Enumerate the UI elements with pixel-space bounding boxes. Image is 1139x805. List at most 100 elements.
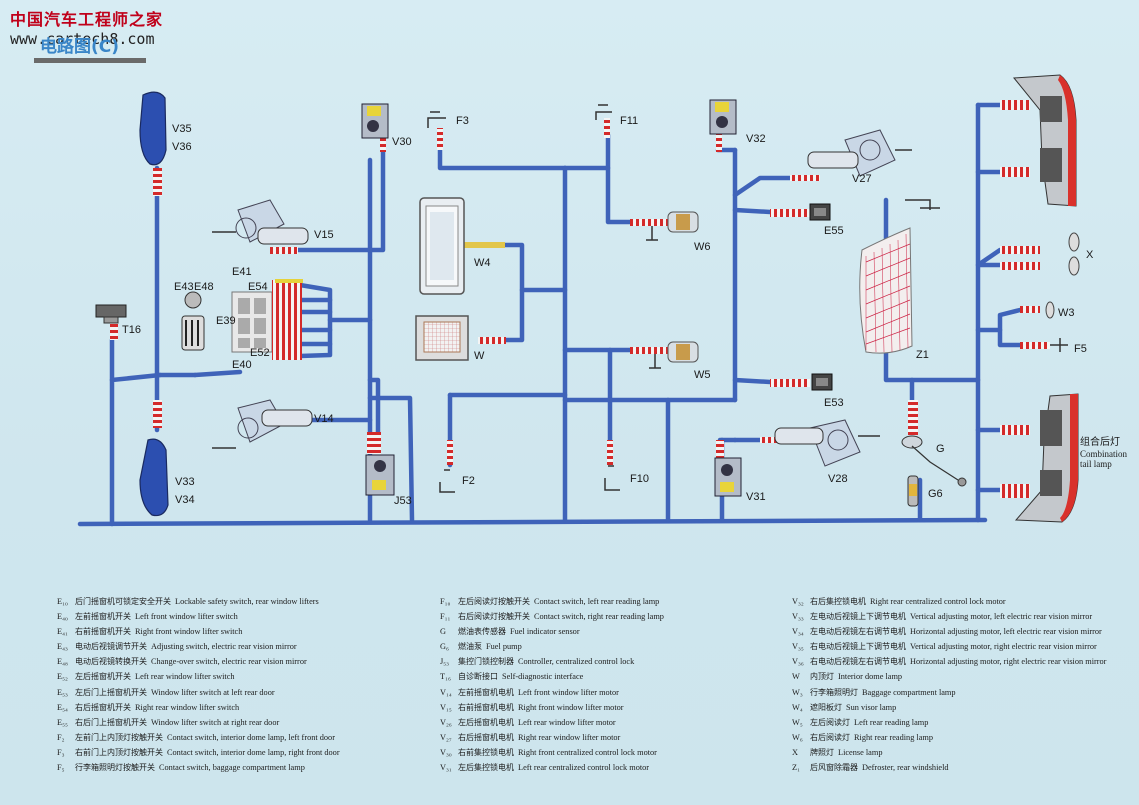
contact-switch-icons bbox=[427, 104, 940, 493]
legend-cn: 右前集控锁电机 bbox=[458, 747, 514, 757]
legend-cn: 右后门上摇窗机开关 bbox=[75, 717, 147, 727]
label-e52: E52 bbox=[250, 347, 270, 359]
label-e40: E40 bbox=[232, 359, 252, 371]
connector-stubs bbox=[110, 100, 1050, 498]
label-x: X bbox=[1086, 249, 1094, 261]
legend-cn: 自诊断接口 bbox=[458, 672, 498, 682]
baggage-lamp-icon bbox=[1045, 301, 1055, 319]
legend-cn: 右电动后视镜左右调节电机 bbox=[810, 657, 906, 667]
left-mirror-icon bbox=[139, 438, 169, 517]
legend-en: Interior dome lamp bbox=[838, 672, 903, 682]
legend-en: Lockable safety switch, rear window lift… bbox=[175, 597, 319, 606]
legend-code: E₄₈ bbox=[57, 657, 68, 667]
label-t16: T16 bbox=[122, 324, 141, 336]
legend-en: Contact switch, interior dome lamp, righ… bbox=[167, 747, 340, 757]
legend-cn: 左电动后视镜上下调节电机 bbox=[810, 612, 906, 622]
legend-en: Sun visor lamp bbox=[846, 702, 897, 712]
label-e48: E48 bbox=[194, 281, 214, 293]
label-w: W bbox=[474, 350, 485, 362]
dome-lamp-icon bbox=[415, 315, 469, 361]
reading-lamp-w6-icon bbox=[667, 211, 699, 233]
legend-en: Contact switch, interior dome lamp, left… bbox=[167, 732, 335, 742]
legend-en: Self-diagnostic interface bbox=[502, 672, 584, 682]
legend-code: J₅₃ bbox=[440, 657, 450, 667]
label-f10: F10 bbox=[630, 473, 649, 485]
label-f3: F3 bbox=[456, 115, 469, 127]
legend-cn: 右后阅读灯按触开关 bbox=[458, 612, 530, 622]
license-lamp-icon bbox=[1068, 232, 1080, 276]
legend-code: F₁₀ bbox=[440, 597, 451, 606]
legend-en: Right rear window lifter motor bbox=[518, 732, 621, 742]
legend-en: Adjusting switch, electric rear vision m… bbox=[151, 642, 297, 652]
legend-code: W₆ bbox=[792, 732, 803, 742]
label-v30: V30 bbox=[392, 136, 412, 148]
legend-cn: 遮阳板灯 bbox=[810, 702, 842, 712]
legend-code: F₁₁ bbox=[440, 612, 451, 622]
window-motor-v14-icon bbox=[212, 399, 313, 449]
legend-en: Window lifter switch at left rear door bbox=[151, 687, 275, 697]
legend-en: Baggage compartment lamp bbox=[862, 687, 956, 697]
legend-code: V₁₅ bbox=[440, 702, 452, 712]
label-e39: E39 bbox=[216, 315, 236, 327]
rear-switch-e53-icon bbox=[811, 373, 833, 391]
legend-en: Window lifter switch at right rear door bbox=[151, 717, 280, 727]
legend-cn: 左前门上内顶灯按触开关 bbox=[75, 732, 163, 742]
label-w6: W6 bbox=[694, 241, 711, 253]
tail-lamp-upper-icon bbox=[1013, 74, 1077, 207]
legend-cn: 集控门锁控制器 bbox=[458, 657, 514, 667]
legend-cn: 牌照灯 bbox=[810, 747, 834, 757]
label-f2: F2 bbox=[462, 475, 475, 487]
legend-code: W₄ bbox=[792, 702, 803, 712]
legend-code: F₅ bbox=[57, 763, 65, 773]
legend-code: E₅₃ bbox=[57, 687, 68, 697]
legend-cn: 左后摇窗机开关 bbox=[75, 672, 131, 682]
lock-motor-v30-icon bbox=[361, 103, 389, 139]
legend-en: Left front window lifter motor bbox=[518, 687, 619, 697]
legend-en: Left rear window lifter motor bbox=[518, 717, 616, 727]
baggage-switch-icon bbox=[1050, 338, 1068, 352]
legend-cn: 右前摇窗机电机 bbox=[458, 702, 514, 712]
legend-code: E₄₃ bbox=[57, 642, 68, 652]
label-v36: V36 bbox=[172, 141, 192, 153]
ground-symbols bbox=[646, 226, 661, 369]
legend-code: E₄₁ bbox=[57, 627, 68, 637]
rear-switch-e55-icon bbox=[809, 203, 831, 221]
lock-controller-j53-icon bbox=[365, 454, 395, 496]
right-mirror-icon bbox=[139, 91, 167, 166]
legend-en: Right rear window lifter switch bbox=[135, 702, 240, 712]
label-v32: V32 bbox=[746, 133, 766, 145]
legend-cn: 电动后视镜调节开关 bbox=[75, 642, 147, 652]
legend-en: Horizontal adjusting motor, right electr… bbox=[910, 657, 1107, 667]
label-e43: E43 bbox=[174, 281, 194, 293]
label-f11: F11 bbox=[620, 115, 638, 127]
label-v27: V27 bbox=[852, 173, 872, 185]
label-v28: V28 bbox=[828, 473, 848, 485]
legend-en: Vertical adjusting motor, left electric … bbox=[910, 612, 1093, 622]
legend-code: V₃₃ bbox=[792, 612, 804, 622]
legend-en: License lamp bbox=[838, 747, 883, 757]
watermark-url: www.cartech8.com bbox=[10, 30, 155, 48]
legend-code: X bbox=[792, 747, 798, 757]
legend-cn: 右后摇窗机电机 bbox=[458, 732, 514, 742]
legend-code: V₃₂ bbox=[792, 597, 804, 606]
